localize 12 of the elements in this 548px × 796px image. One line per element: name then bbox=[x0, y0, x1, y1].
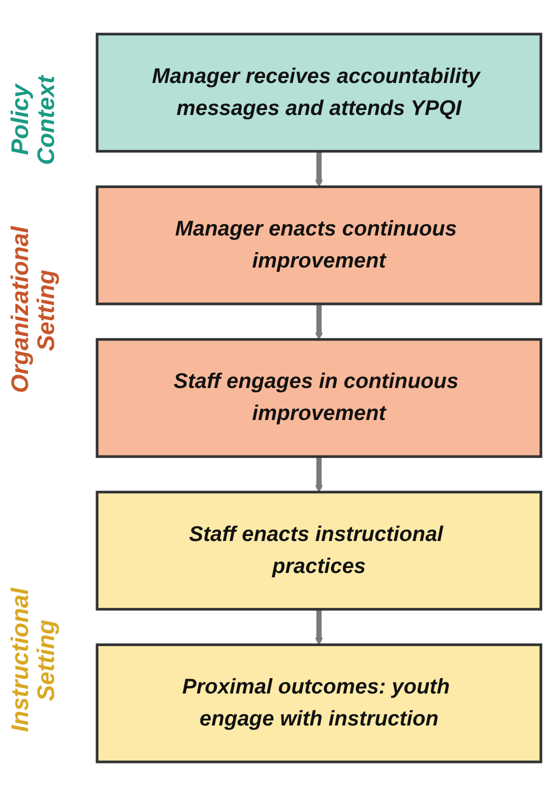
node-box: Manager receives accountability messages and attends YPQI bbox=[96, 32, 542, 153]
node-box: Proximal outcomes: youth engage with instruction bbox=[96, 643, 542, 764]
arrow bbox=[315, 304, 323, 340]
arrow bbox=[315, 609, 323, 646]
node-box: Staff engages in continuous improvement bbox=[96, 338, 542, 458]
node-box: Staff enacts instructional practices bbox=[96, 490, 542, 611]
node-box: Manager enacts continuous improvement bbox=[96, 185, 542, 306]
section-label: Instructional Setting bbox=[8, 586, 61, 734]
arrow bbox=[315, 456, 323, 492]
section-label: Policy Context bbox=[8, 74, 61, 167]
section-label: Organizational Setting bbox=[8, 225, 61, 396]
arrow bbox=[315, 151, 323, 188]
